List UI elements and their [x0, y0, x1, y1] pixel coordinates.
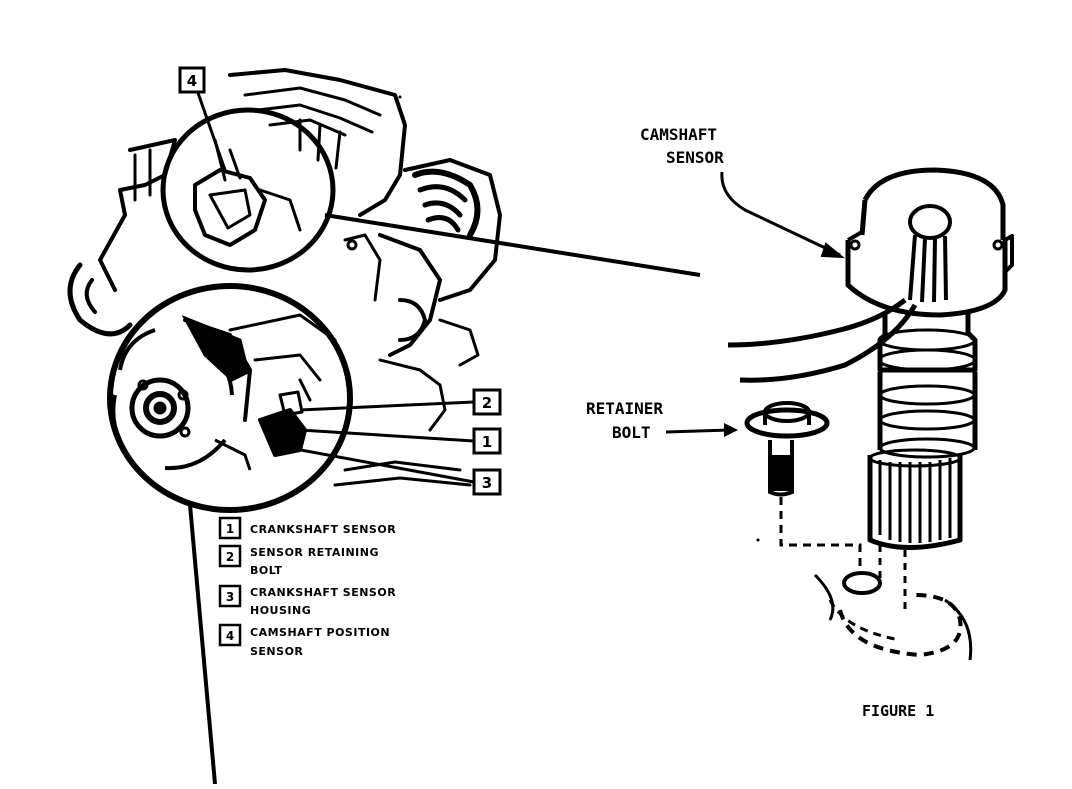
- camshaft-sensor-arrow: [720, 171, 841, 257]
- svg-text:4: 4: [226, 629, 234, 643]
- legend-item-3: 3 CRANKSHAFT SENSOR HOUSING: [218, 584, 396, 617]
- svg-text:CRANKSHAFT SENSOR: CRANKSHAFT SENSOR: [250, 586, 396, 599]
- callout-3: 3: [472, 468, 502, 496]
- speck: [756, 538, 760, 542]
- svg-text:2: 2: [226, 550, 234, 564]
- svg-text:BOLT: BOLT: [612, 423, 651, 442]
- svg-text:CAMSHAFT: CAMSHAFT: [640, 125, 717, 144]
- svg-text:1: 1: [226, 522, 234, 536]
- svg-text:2: 2: [482, 394, 492, 412]
- legend-item-2: 2 SENSOR RETAINING BOLT: [218, 544, 379, 577]
- crank-leader-line: [188, 504, 217, 785]
- legend-item-1: 1 CRANKSHAFT SENSOR: [218, 516, 396, 540]
- crankshaft-pulley: [111, 315, 252, 471]
- svg-text:3: 3: [226, 590, 234, 604]
- svg-text:SENSOR: SENSOR: [250, 645, 303, 658]
- retainer-bolt-drawing: [744, 401, 862, 572]
- svg-text:4: 4: [187, 72, 197, 90]
- engine-illustration: [67, 68, 502, 487]
- camshaft-sensor-arrowhead: [820, 242, 846, 259]
- svg-text:BOLT: BOLT: [250, 564, 282, 577]
- camshaft-leader-line: [324, 213, 701, 277]
- callout-leaders: [195, 89, 475, 484]
- svg-text:RETAINER: RETAINER: [586, 399, 663, 418]
- retainer-bolt-label: RETAINER BOLT: [586, 399, 663, 442]
- camshaft-detail-circle: [160, 107, 336, 273]
- figure-label: FIGURE 1: [862, 702, 934, 720]
- svg-text:SENSOR RETAINING: SENSOR RETAINING: [250, 546, 379, 559]
- callout-1: 1: [472, 427, 502, 455]
- svg-text:3: 3: [482, 474, 492, 492]
- retainer-bolt-arrow: [665, 428, 731, 434]
- speck: [398, 95, 402, 99]
- svg-text:1: 1: [482, 433, 492, 451]
- camshaft-sensor-drawing: [727, 167, 1014, 610]
- callout-2: 2: [472, 388, 502, 416]
- crankshaft-detail-circle: [107, 283, 353, 513]
- callout-4: 4: [178, 66, 206, 94]
- retainer-bolt-arrowhead: [724, 423, 738, 437]
- svg-text:HOUSING: HOUSING: [250, 604, 311, 617]
- legend: 1 CRANKSHAFT SENSOR 2 SENSOR RETAINING B…: [218, 516, 396, 658]
- mounting-hole: [813, 571, 973, 661]
- svg-text:CAMSHAFT POSITION: CAMSHAFT POSITION: [250, 626, 390, 639]
- svg-text:SENSOR: SENSOR: [666, 148, 724, 167]
- svg-text:CRANKSHAFT SENSOR: CRANKSHAFT SENSOR: [250, 523, 396, 536]
- legend-item-4: 4 CAMSHAFT POSITION SENSOR: [218, 623, 390, 658]
- camshaft-sensor-label: CAMSHAFT SENSOR: [640, 125, 724, 167]
